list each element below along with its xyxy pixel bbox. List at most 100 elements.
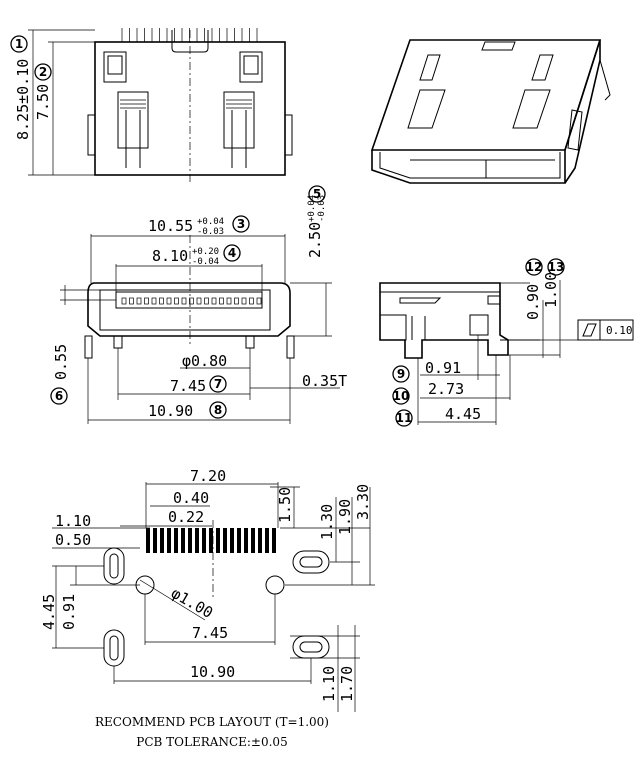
top-view-spring-left (117, 91, 149, 149)
pcb-pad (244, 528, 248, 553)
pcb-pad (251, 528, 255, 553)
top-view-window-right-inner (243, 55, 259, 75)
dim-t-value: 0.35T (302, 372, 347, 390)
svg-text:13: 13 (548, 260, 565, 274)
front-view-contact (234, 297, 239, 305)
top-view-window-left-inner (107, 55, 123, 75)
dim-745-value: 7.45 (192, 624, 228, 642)
front-view-contact (196, 297, 202, 305)
front-view-contact (241, 297, 247, 305)
iso-window-right (531, 54, 554, 81)
side-view-body (379, 282, 509, 359)
dim-445-value: 4.45 (40, 594, 58, 630)
callout-7: 7 (209, 375, 227, 393)
callout-13: 13 (547, 258, 565, 276)
dim-022-value: 0.22 (168, 508, 204, 526)
pcb-slot-left-bottom-inner (109, 635, 119, 661)
callout-8: 8 (209, 401, 227, 419)
pcb-pad (230, 528, 234, 553)
iso-spring-right (512, 89, 551, 129)
svg-text:12: 12 (526, 260, 543, 274)
front-view-contact (151, 297, 157, 305)
callout-11: 11 (395, 409, 413, 427)
side-view-block-left (379, 314, 407, 341)
iso-top-face (370, 39, 602, 151)
svg-text:7: 7 (214, 377, 222, 391)
dim-5-tol-minus: -0.03 (317, 195, 327, 222)
iso-rear-leg (599, 59, 611, 101)
pcb-pad (209, 528, 213, 553)
front-view-contacts (121, 297, 262, 305)
callout-1: 1 (10, 35, 28, 53)
pcb-pad (265, 528, 269, 553)
svg-text:4: 4 (228, 246, 236, 260)
dim-10-value: 2.73 (428, 380, 464, 398)
front-view-contact (181, 297, 187, 305)
callout-12: 12 (525, 258, 543, 276)
svg-text:8: 8 (214, 403, 222, 417)
pcb-hole-right (265, 575, 285, 595)
pcb-pad (272, 528, 276, 553)
front-view-contact (174, 297, 179, 305)
side-view: 12 13 0.90 1.00 0.10 9 0.91 10 2.73 (379, 258, 634, 427)
pcb-pad (202, 528, 206, 553)
front-view-shell-inner (99, 289, 271, 331)
svg-text:6: 6 (55, 389, 63, 403)
callout-6: 6 (50, 387, 68, 405)
pcb-pad (195, 528, 199, 553)
dim-3-tol-minus: -0.03 (197, 227, 224, 237)
front-view-contact (121, 297, 127, 305)
dim-8-value: 10.90 (148, 402, 193, 420)
pcb-pad (174, 528, 178, 553)
pcb-pad (258, 528, 262, 553)
top-view-side-tab-left (87, 114, 96, 156)
dim-190-value: 1.90 (336, 499, 354, 535)
dim-1090-value: 10.90 (190, 663, 235, 681)
iso-latch (481, 41, 516, 51)
dim-7-value: 7.45 (170, 377, 206, 395)
flatness-icon (582, 323, 597, 337)
pcb-slot-left-top (103, 547, 125, 585)
dim-11-value: 4.45 (445, 405, 481, 423)
dim-13-value: 1.00 (542, 272, 560, 308)
callout-4: 4 (223, 244, 241, 262)
svg-text:2: 2 (39, 65, 47, 79)
svg-text:11: 11 (396, 411, 413, 425)
callout-5: 5 (308, 185, 326, 203)
pcb-signal-pads (146, 528, 276, 553)
callout-10: 10 (392, 387, 410, 405)
top-view-latch (171, 30, 209, 53)
dim-4-value: 8.10 (152, 247, 188, 265)
front-view-contact (129, 297, 134, 305)
dim-5-tol-plus: +0.04 (307, 195, 317, 222)
front-view-contact (219, 297, 224, 305)
side-view-block-right (469, 314, 489, 336)
dim-5-value: 2.50 (306, 222, 324, 258)
top-view-pins (121, 28, 258, 42)
pcb-pad (146, 528, 150, 553)
pcb-caption-line2: PCB TOLERANCE:±0.05 (136, 735, 287, 749)
svg-text:5: 5 (313, 187, 321, 201)
dim-3-tol-plus: +0.04 (197, 217, 224, 227)
dim-040-value: 0.40 (173, 489, 209, 507)
front-view-contact (226, 297, 232, 305)
pcb-caption-line1: RECOMMEND PCB LAYOUT (T=1.00) (95, 715, 329, 729)
top-view: 1 2 8.25±0.10 7.50 (10, 28, 293, 185)
pcb-pad (237, 528, 241, 553)
dim-110-top-value: 1.10 (55, 512, 91, 530)
dim-3-value: 10.55 (148, 217, 193, 235)
dim-150-value: 1.50 (276, 487, 294, 523)
dim-4-tol-plus: +0.20 (192, 247, 219, 257)
iso-window-left (419, 54, 441, 81)
iso-side-face (564, 39, 601, 184)
flatness-frame: 0.10 (577, 319, 634, 341)
front-view-contact (166, 297, 172, 305)
dim-hole-value: φ1.00 (168, 584, 216, 622)
callout-9: 9 (392, 365, 410, 383)
front-view-shell (87, 282, 291, 337)
dim-091-value: 0.91 (60, 594, 78, 630)
svg-text:3: 3 (237, 217, 245, 231)
top-view-window-left (103, 51, 127, 83)
top-view-side-tab-right (284, 114, 293, 156)
